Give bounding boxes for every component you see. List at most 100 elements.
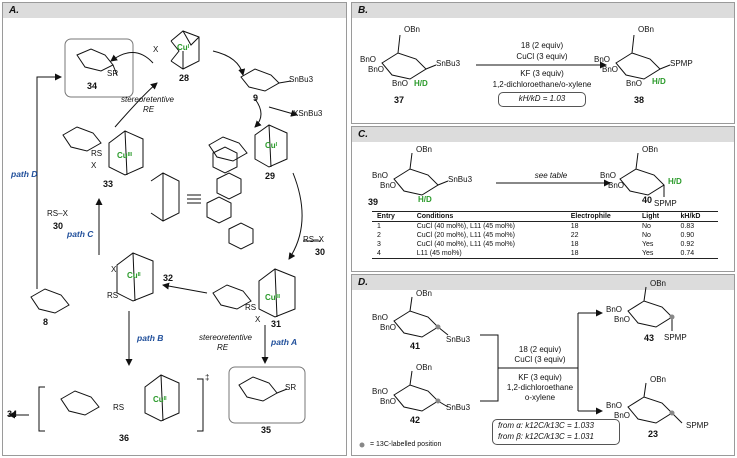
c-bno1-sm: BnO [372,171,389,180]
terpyridine [206,146,254,250]
c-spmp: SPMP [654,199,677,208]
col-light: Light [636,211,676,222]
cu-29: Cuᴵ [265,141,278,150]
cu-28: Cuᴵ [177,43,190,52]
stereo-top-1: stereoretentive [121,95,174,104]
x-31: X [255,315,261,324]
compound-29: 29 [265,171,276,181]
cu-32: Cuᴵᴵ [127,271,141,280]
path-b-label: path B [137,333,164,343]
col-kie: kH/kD [675,211,718,222]
ring-34 [76,48,118,76]
panel-b-drawing [381,34,671,80]
d-kie-box [492,419,620,445]
cell: 0.83 [680,223,695,230]
cell: 2 [377,232,381,239]
d-bno2-23: BnO [614,411,631,420]
d-bno1-42: BnO [372,387,389,396]
table-row: 4 L11 (45 mol%) 18 Yes 0.74 [372,249,718,259]
d-reagent-bot-2: 1,2-dichloroethane [506,383,574,392]
d-spmp-43: SPMP [664,333,687,342]
compound-30-right: 30 [315,247,326,257]
cell: No [641,223,651,230]
d-obn-43: OBn [650,279,667,288]
path-a-label: path A [271,337,298,347]
sr-35: SR [285,383,297,392]
rs-32: RS [107,291,119,300]
compound-23: 23 [648,429,659,439]
b-reagent-top-1: 18 (2 equiv) [520,41,564,50]
c-obn-prod: OBn [642,145,659,154]
b-spmp: SPMP [670,59,693,68]
b-bno2-prod: BnO [602,65,619,74]
cu-31: Cuᴵᴵᴵ [265,293,280,302]
panel-c-drawing [393,152,665,197]
b-bno3-prod: BnO [626,79,643,88]
arrow-9-in [212,50,246,76]
panel-a: A. [2,2,347,456]
stereo-bot-1: stereoretentive [199,333,252,342]
c-arrow-text: see table [534,171,568,180]
b-hd-prod: H/D [652,77,666,86]
arrow-33-to-28 [114,82,158,128]
compound-34-b: 34 [7,409,18,419]
b-bno3-sm: BnO [392,79,409,88]
kie-table: Entry Conditions Electrophile Light kH/k… [372,211,718,259]
rs-36: RS [113,403,125,412]
d-obn-41: OBn [416,289,433,298]
compound-39: 39 [368,197,379,207]
complex-32 [116,252,154,302]
rs-33: RS [91,149,103,158]
compound-41: 41 [410,341,421,351]
d-bno1-23: BnO [606,401,623,410]
label-dot-41 [435,324,441,330]
b-obn-sm: OBn [404,25,421,34]
panel-a-header: A. [3,3,346,18]
arrow-31-to-32 [162,282,208,294]
d-kie-alpha: from α: k12C/k13C = 1.033 [498,421,594,430]
panel-b: B. OBn BnO BnO BnO SnBu3 H/D 37 18 (2 eq… [351,2,735,124]
rs-31: RS [245,303,257,312]
complex-31 [212,268,296,318]
cell: No [641,232,651,239]
label-dot-43 [669,314,675,320]
compound-34: 34 [87,81,98,91]
b-snbu3: SnBu3 [436,59,461,68]
table-row: 2 CuCl (20 mol%), L11 (45 mol%) 22 No 0.… [372,231,718,240]
b-reagent-bot-2: 1,2-dichloroethane/o-xylene [492,80,592,89]
d-reagent-bot-3: o-xylene [524,393,556,402]
table-row: 3 CuCl (40 mol%), L11 (45 mol%) 18 Yes 0… [372,240,718,249]
d-reagent-top-1: 18 (2 equiv) [518,345,562,354]
cu-36: Cuᴵᴵ [153,395,167,404]
panel-c: C. OBn BnO BnO SnBu3 H/D 39 see table OB… [351,126,735,272]
complex-28 [170,30,200,70]
d-snbu3-41: SnBu3 [446,335,471,344]
panel-d-drawing [359,286,683,448]
arrow-xsnbu3 [268,106,298,117]
b-bno1-prod: BnO [594,55,611,64]
c-bno1-prod: BnO [600,171,617,180]
ring-35 [238,376,288,402]
cell: CuCl (40 mol%), L11 (45 mol%) [416,241,515,248]
compound-42: 42 [410,415,421,425]
d-bno2-43: BnO [614,315,631,324]
compound-33: 33 [103,179,114,189]
snbu3-9: SnBu3 [289,75,314,84]
cell: L11 (45 mol%) [411,249,566,259]
cell: CuCl (40 mol%), L11 (45 mol%) [416,223,515,230]
ring-8 [30,288,70,314]
cell: 0.90 [680,232,695,239]
compound-37: 37 [394,95,405,105]
rsx-right: RS–X [303,235,324,244]
c-obn-sm: OBn [416,145,433,154]
x-33: X [91,161,97,170]
d-obn-23: OBn [650,375,667,384]
path-d-label: path D [11,169,38,179]
cell: 1 [377,223,381,230]
complex-36 [38,374,204,432]
panel-b-header: B. [352,3,734,18]
cell: Yes [636,249,676,259]
d-bno2-42: BnO [380,397,397,406]
col-entry: Entry [372,211,412,222]
cell: 4 [372,249,412,259]
